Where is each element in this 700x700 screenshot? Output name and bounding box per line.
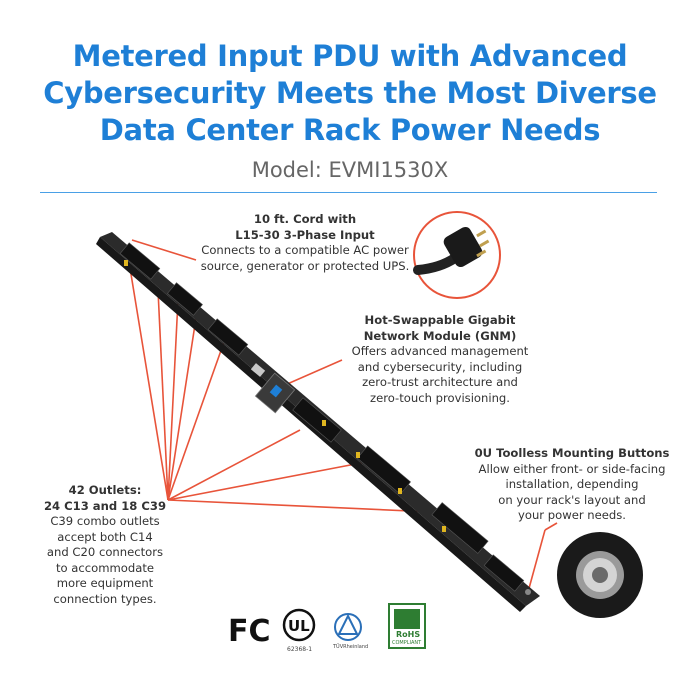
- plug-prong: [479, 239, 490, 248]
- outlets-body-3: and C20 connectors: [46, 545, 164, 559]
- indicator: [442, 526, 446, 532]
- ul-logo: [282, 608, 316, 642]
- rohs-sub-label: COMPLIANT: [392, 640, 422, 646]
- gnm-callout-line: [284, 359, 343, 386]
- fc-logo: FC: [228, 614, 271, 649]
- outlet-group: [119, 242, 161, 280]
- network-module-display: [269, 384, 283, 398]
- outlet-callout-line: [167, 317, 197, 501]
- model-number: Model: EVMI1530X: [251, 158, 449, 182]
- gnm-body-2: and cybersecurity, including: [357, 359, 523, 374]
- cord-heading-1: 10 ft. Cord with: [253, 212, 357, 226]
- mounting-callout-line-2: [544, 522, 558, 531]
- certification-logos: FC UL: [228, 603, 426, 649]
- outlets-body-6: connection types.: [53, 591, 157, 606]
- title-line-3: Data Center Rack Power Needs: [99, 113, 601, 147]
- outlet-callout-line: [167, 461, 367, 501]
- pdu-body: [96, 232, 540, 612]
- gnm-heading-2: Network Module (GNM): [363, 328, 517, 343]
- mounting-body-2: installation, depending: [505, 477, 639, 491]
- page-title: Metered Input PDU with Advanced Cybersec…: [0, 38, 700, 149]
- svg-text:UL: UL: [288, 617, 310, 635]
- divider: [40, 192, 657, 193]
- outlet-group: [431, 502, 489, 554]
- indicator: [398, 488, 402, 494]
- mounting-heading: 0U Toolless Mounting Buttons: [474, 446, 670, 460]
- indicator: [356, 452, 360, 458]
- gnm-body-1: Offers advanced management: [351, 344, 529, 358]
- outlet-callout-line: [167, 429, 301, 501]
- callout-lines: [129, 239, 558, 593]
- outlet-group: [356, 445, 412, 495]
- indicator: [124, 260, 128, 266]
- outlet-callout-line: [167, 341, 225, 501]
- outlet-callout-line: [167, 499, 433, 513]
- outlets-body-2: accept both C14: [57, 529, 153, 544]
- gnm-body-3: zero-trust architecture and: [362, 375, 518, 389]
- gnm-body-4: zero-touch provisioning.: [370, 390, 510, 405]
- mounting-body-4: your power needs.: [518, 508, 626, 522]
- outlet-callout-line: [157, 289, 169, 501]
- rohs-label: RoHS: [396, 630, 421, 639]
- title-line-2: Cybersecurity Meets the Most Diverse: [43, 76, 657, 110]
- network-ports: [250, 363, 266, 377]
- outlets-body-1: C39 combo outlets: [50, 514, 160, 528]
- outlets-callout: 42 Outlets: 24 C13 and 18 C39 C39 combo …: [30, 483, 180, 607]
- title-line-1: Metered Input PDU with Advanced: [72, 39, 628, 73]
- outlet-group: [167, 282, 203, 316]
- mounting-body-1: Allow either front- or side-facing: [478, 461, 666, 476]
- cord-callout-line: [131, 239, 197, 261]
- mounting-callout: 0U Toolless Mounting Buttons Allow eithe…: [452, 446, 692, 524]
- cord-plug-inset: [413, 211, 501, 299]
- mounting-body-3: on your rack's layout and: [498, 492, 646, 507]
- outlets-body-4: to accommodate: [55, 560, 155, 575]
- outlet-group: [207, 318, 249, 356]
- outlet-group: [483, 554, 525, 592]
- plug-cable: [413, 253, 460, 275]
- outlets-body-5: more equipment: [56, 576, 154, 590]
- gnm-callout: Hot-Swappable Gigabit Network Module (GN…: [330, 313, 550, 406]
- mounting-callout-line: [527, 529, 546, 593]
- tuv-label: TÜVRheinland: [333, 644, 369, 650]
- cord-body-2: source, generator or protected UPS.: [200, 258, 410, 273]
- outlet-group: [292, 397, 342, 443]
- gnm-heading-1: Hot-Swappable Gigabit: [364, 313, 516, 327]
- mounting-button: [525, 589, 531, 595]
- plug-prong: [476, 249, 487, 258]
- plug-head: [443, 226, 483, 268]
- cord-callout: 10 ft. Cord with L15-30 3-Phase Input Co…: [200, 212, 410, 274]
- outlets-heading-2: 24 C13 and 18 C39: [43, 498, 167, 513]
- cord-heading-2: L15-30 3-Phase Input: [235, 227, 375, 242]
- outlet-callout-line: [129, 267, 169, 501]
- button-center: [592, 567, 608, 583]
- cord-body-1: Connects to a compatible AC power: [201, 243, 409, 257]
- outlet-callout-line: [167, 299, 179, 501]
- indicator: [322, 420, 326, 426]
- plug-prong: [476, 229, 487, 238]
- outlets-heading-1: 42 Outlets:: [68, 483, 142, 497]
- mounting-button-inset: [555, 530, 645, 620]
- ul-number-label: 62368-1: [287, 646, 313, 653]
